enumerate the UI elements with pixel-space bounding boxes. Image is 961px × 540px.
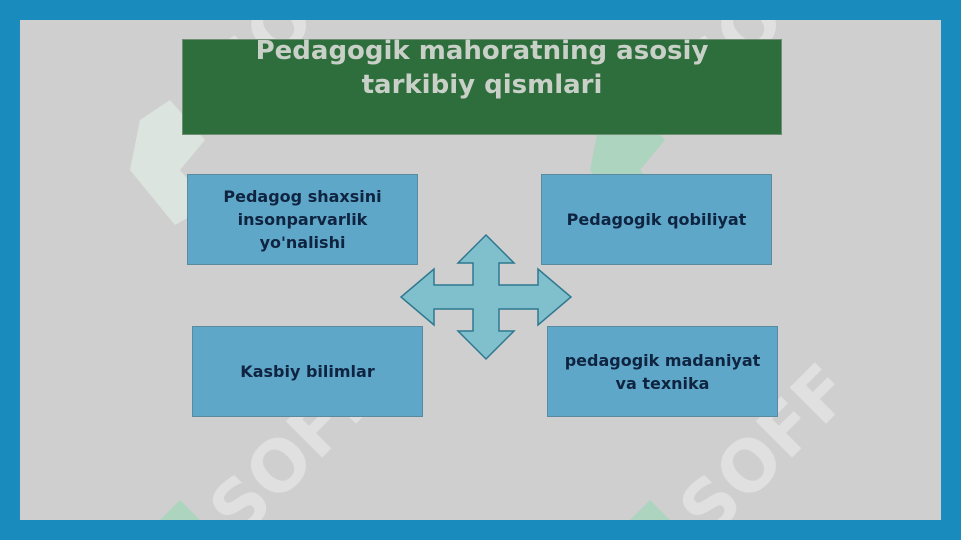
component-box-humanistic-orientation: Pedagog shaxsini insonparvarlik yo'nalis…: [187, 174, 418, 265]
component-box-pedagogical-ability: Pedagogik qobiliyat: [541, 174, 772, 265]
diagram-title: Pedagogik mahoratning asosiy tarkibiy qi…: [255, 36, 709, 100]
slide: SOFF SOFF SOFF SOFF Pedagogik mahoratnin…: [20, 20, 941, 520]
title-box: Pedagogik mahoratning asosiy tarkibiy qi…: [182, 36, 782, 135]
component-box-professional-knowledge: Kasbiy bilimlar: [192, 326, 423, 417]
component-box-culture-and-technique: pedagogik madaniyat va texnika: [547, 326, 778, 417]
four-way-arrow-icon: [399, 233, 573, 361]
